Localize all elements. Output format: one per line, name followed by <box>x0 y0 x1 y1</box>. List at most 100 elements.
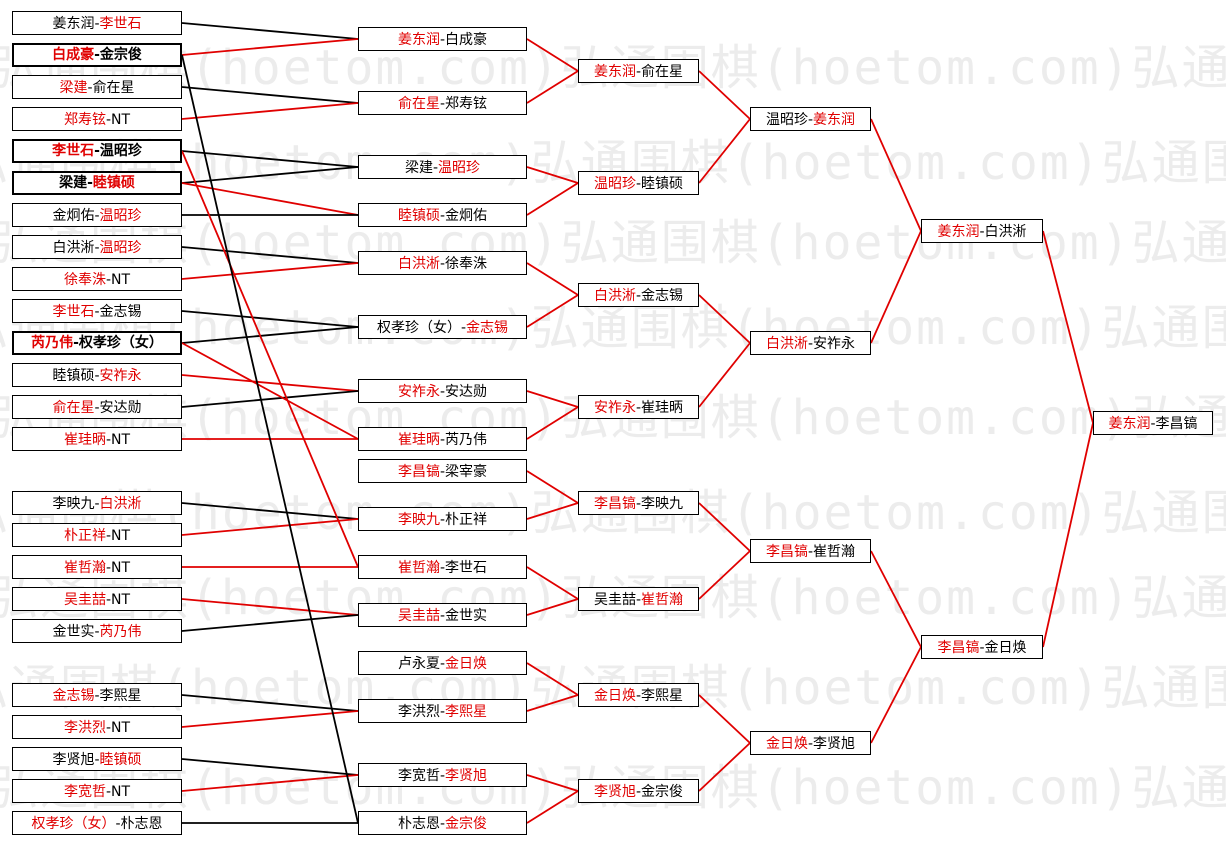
player-name: 俞在星 <box>397 96 440 112</box>
match-box-round2: 李昌镐-梁宰豪 <box>358 459 527 483</box>
player-name: 金世实 <box>445 608 488 624</box>
match-box-round2: 李映九-朴正祥 <box>358 507 527 531</box>
player-name: 温昭珍 <box>99 240 142 256</box>
bracket-line <box>181 614 359 632</box>
separator: - <box>94 400 100 416</box>
player-name: 李昌镐 <box>397 464 440 480</box>
match-box-round1: 吴圭喆-NT <box>12 587 182 611</box>
bracket-line <box>181 150 359 568</box>
match-box-round3: 白洪淅-金志锡 <box>578 283 699 307</box>
separator: - <box>807 112 814 128</box>
separator: - <box>73 335 79 351</box>
match-box-round1: 郑寿铉-NT <box>12 107 182 131</box>
separator: - <box>94 624 100 640</box>
player-name: 白洪淅 <box>593 288 636 304</box>
match-box-round2: 卢永夏-金日焕 <box>358 651 527 675</box>
player-name: 金日焕 <box>445 656 488 672</box>
match-box-round1: 俞在星-安达勋 <box>12 395 182 419</box>
separator: - <box>105 720 112 736</box>
bracket-line <box>698 694 751 744</box>
player-name: 温昭珍 <box>99 143 142 159</box>
player-name: 梁宰豪 <box>445 464 488 480</box>
player-name: 白洪淅 <box>765 336 808 352</box>
player-name: 金志锡 <box>641 288 684 304</box>
player-name: 梁建 <box>59 175 88 191</box>
match-box-round2: 睦镇硕-金炯佑 <box>358 203 527 227</box>
separator: - <box>807 544 814 560</box>
separator: - <box>439 384 446 400</box>
player-name: NT <box>111 432 131 448</box>
separator: - <box>439 512 446 528</box>
player-name: 徐奉洙 <box>445 256 488 272</box>
match-box-round4: 白洪淅-安祚永 <box>750 331 871 355</box>
separator: - <box>94 47 100 63</box>
bracket-line <box>181 38 359 56</box>
separator: - <box>94 240 100 256</box>
player-name: NT <box>111 592 131 608</box>
player-name: 睦镇硕 <box>52 368 95 384</box>
separator: - <box>87 175 93 191</box>
separator: - <box>94 304 100 320</box>
match-box-round4: 金日焕-李贤旭 <box>750 731 871 755</box>
match-box-round1: 李映九-白洪淅 <box>12 491 182 515</box>
player-name: 金志锡 <box>52 688 95 704</box>
bracket-line <box>526 182 579 216</box>
match-box-round2: 权孝珍（女）-金志锡 <box>358 315 527 339</box>
bracket-line <box>526 662 579 696</box>
player-name: 温昭珍 <box>593 176 636 192</box>
match-box-round1: 李洪烈-NT <box>12 715 182 739</box>
player-name: 李洪烈 <box>397 704 440 720</box>
player-name: 芮乃伟 <box>445 432 488 448</box>
match-box-round3: 吴圭喆-崔哲瀚 <box>578 587 699 611</box>
separator: - <box>635 592 642 608</box>
player-name: 李映九 <box>641 496 684 512</box>
player-name: 姜东润 <box>813 112 856 128</box>
bracket-line <box>181 102 359 120</box>
match-box-round1: 金世实-芮乃伟 <box>12 619 182 643</box>
match-box-round5: 姜东润-白洪淅 <box>921 219 1043 243</box>
bracket-line <box>526 470 579 504</box>
bracket-line <box>526 598 579 616</box>
bracket-line <box>181 710 359 728</box>
player-name: 李熙星 <box>445 704 488 720</box>
player-name: 安祚永 <box>813 336 856 352</box>
match-box-round1: 白洪淅-温昭珍 <box>12 235 182 259</box>
player-name: 朴正祥 <box>63 528 106 544</box>
match-box-round2: 姜东润-白成豪 <box>358 27 527 51</box>
player-name: 李世石 <box>445 560 488 576</box>
bracket-line <box>181 86 359 104</box>
bracket-line <box>181 54 359 824</box>
player-name: 权孝珍（女） <box>31 816 116 832</box>
match-box-round1: 梁建-睦镇硕 <box>12 171 182 195</box>
player-name: 金日焕 <box>593 688 636 704</box>
player-name: 权孝珍（女） <box>78 335 163 351</box>
bracket-line <box>870 118 922 232</box>
separator: - <box>439 608 446 624</box>
bracket-line <box>870 550 922 648</box>
player-name: 安达勋 <box>445 384 488 400</box>
player-name: 金宗俊 <box>641 784 684 800</box>
separator: - <box>105 272 112 288</box>
match-box-round3: 安祚永-崔珪昞 <box>578 395 699 419</box>
separator: - <box>635 288 642 304</box>
separator: - <box>439 768 446 784</box>
player-name: NT <box>111 272 131 288</box>
player-name: 吴圭喆 <box>397 608 440 624</box>
separator: - <box>439 704 446 720</box>
player-name: 崔珪昞 <box>63 432 106 448</box>
player-name: 徐奉洙 <box>63 272 106 288</box>
separator: - <box>94 143 100 159</box>
match-box-round3: 李贤旭-金宗俊 <box>578 779 699 803</box>
bracket-line <box>181 326 359 344</box>
player-name: 芮乃伟 <box>99 624 142 640</box>
bracket-line <box>698 294 751 344</box>
bracket-line <box>181 150 359 168</box>
bracket-line <box>526 166 579 184</box>
bracket-line <box>181 502 359 520</box>
player-name: 郑寿铉 <box>445 96 488 112</box>
player-name: 崔哲瀚 <box>397 560 440 576</box>
player-name: 安达勋 <box>99 400 142 416</box>
bracket-line <box>526 70 579 104</box>
bracket-line <box>181 374 359 392</box>
player-name: 金志锡 <box>466 320 509 336</box>
